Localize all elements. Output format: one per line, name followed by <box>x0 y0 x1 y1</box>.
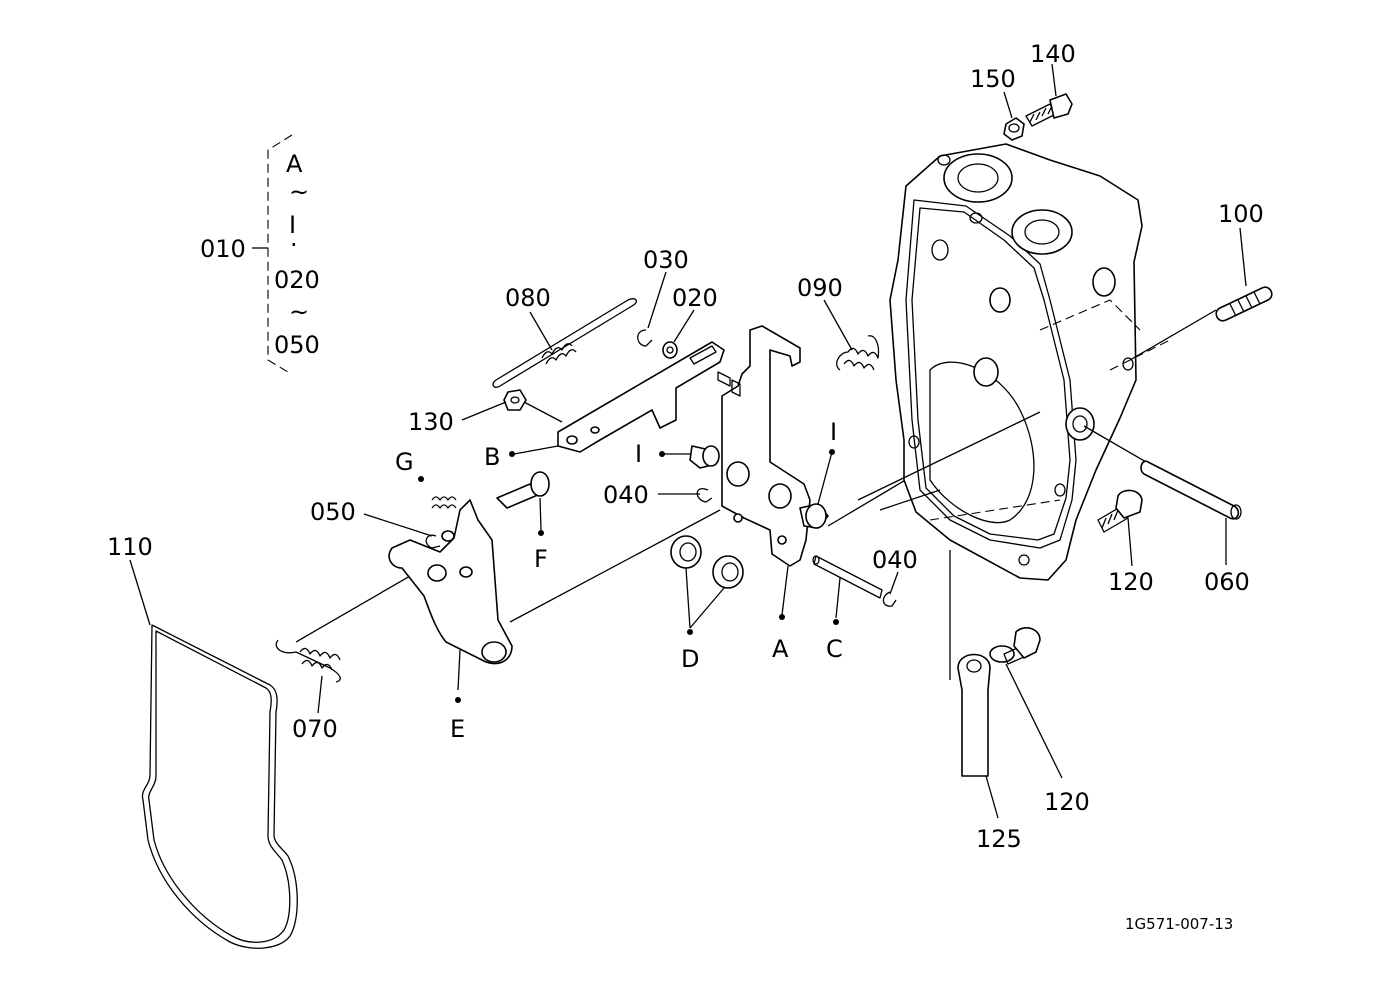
callout-070: 070 <box>292 715 338 743</box>
marker-c: C <box>826 635 843 663</box>
pin-f: F <box>496 471 550 573</box>
gasket-110: 110 <box>107 533 298 949</box>
marker-d: D <box>681 645 699 673</box>
dashed-bracket <box>267 134 293 373</box>
spring-g: G <box>395 448 457 509</box>
clip-040-right: 040 <box>872 546 918 607</box>
plate-a: A <box>721 325 811 663</box>
callout-150: 150 <box>970 65 1016 93</box>
bolt-120-right: 120 <box>1097 489 1154 596</box>
callout-040-left: 040 <box>603 481 649 509</box>
bracket-item-dot: · <box>290 231 298 259</box>
bracket-item-tilde-2: ~ <box>289 298 309 326</box>
pin-c: C <box>812 555 883 663</box>
callout-125: 125 <box>976 825 1022 853</box>
spring-070: 070 <box>275 575 411 743</box>
bolt-140: 140 <box>1025 40 1076 127</box>
callout-030: 030 <box>643 246 689 274</box>
bushing-i-left: I <box>635 440 720 469</box>
marker-f: F <box>534 545 548 573</box>
lever-e: E <box>388 499 721 743</box>
callout-080: 080 <box>505 284 551 312</box>
marker-i-left: I <box>635 440 642 468</box>
bracket-item-i: I <box>289 211 296 239</box>
bracket-item-a: A <box>286 150 303 178</box>
callout-110: 110 <box>107 533 153 561</box>
bracket-item-050: 050 <box>274 331 320 359</box>
tab-125: 125 <box>957 653 1022 853</box>
bracket-group: 010 A ~ I · 020 ~ 050 <box>200 134 320 373</box>
marker-e: E <box>450 715 465 743</box>
callout-120-right: 120 <box>1108 568 1154 596</box>
callout-130: 130 <box>408 408 454 436</box>
marker-b: B <box>484 443 500 471</box>
marker-i-right: I <box>830 418 837 446</box>
callout-060: 060 <box>1204 568 1250 596</box>
callout-140: 140 <box>1030 40 1076 68</box>
washer-020: 020 <box>662 284 718 359</box>
nut-130: 130 <box>408 389 563 436</box>
callout-020: 020 <box>672 284 718 312</box>
clip-050: 050 <box>310 498 441 549</box>
rod-080: 080 <box>492 284 637 388</box>
bolt-120-bottom: 120 <box>989 627 1090 816</box>
marker-a: A <box>772 635 789 663</box>
clip-040-left: 040 <box>603 481 713 509</box>
housing <box>857 143 1217 680</box>
callout-050: 050 <box>310 498 356 526</box>
callout-040-right: 040 <box>872 546 918 574</box>
callout-100: 100 <box>1218 200 1264 228</box>
link-b: B <box>484 341 731 471</box>
callout-120-bottom: 120 <box>1044 788 1090 816</box>
shaft-060: 060 <box>1140 460 1250 596</box>
marker-g: G <box>395 448 414 476</box>
callout-090: 090 <box>797 274 843 302</box>
callout-010: 010 <box>200 235 246 263</box>
bracket-item-tilde-1: ~ <box>289 178 309 206</box>
bearings-d: D <box>670 535 744 673</box>
drawing-number: 1G571-007-13 <box>1125 915 1233 933</box>
bracket-item-020: 020 <box>274 266 320 294</box>
washer-150: 150 <box>970 65 1025 141</box>
spring-090: 090 <box>797 274 880 371</box>
stud-100: 100 <box>1215 200 1273 322</box>
clip-030: 030 <box>637 246 689 347</box>
